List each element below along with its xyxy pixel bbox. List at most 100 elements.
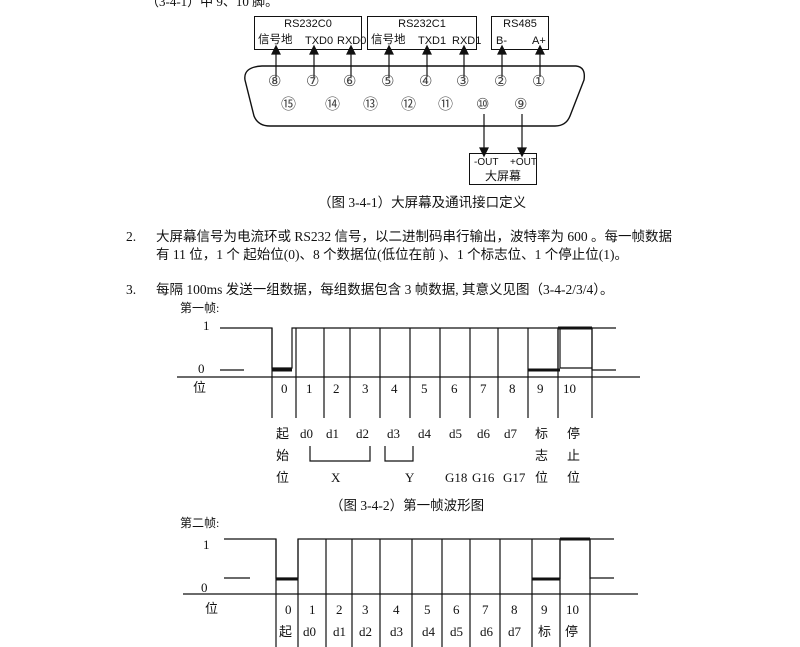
- output-box-label: 大屏幕: [484, 169, 521, 183]
- frame1-row1-d3: d3: [387, 426, 400, 441]
- frame2-bit-5: 5: [424, 602, 431, 617]
- frame2-row1-d7: d7: [508, 624, 521, 639]
- frame1-row1-d2: d2: [356, 426, 369, 441]
- frame1-row1-start: 起: [276, 426, 290, 441]
- pin-9: ⑨: [514, 97, 528, 113]
- frame2-bit-10: 10: [566, 602, 579, 617]
- frame2-title: 第二帧:: [180, 516, 220, 530]
- frame2-row1-stop: 停: [565, 624, 579, 639]
- rs232c1-title: RS232C1: [398, 18, 446, 30]
- frame1-bit-3: 3: [362, 381, 369, 396]
- frame1-row1-d4: d4: [418, 426, 431, 441]
- rs232c0-box: RS232C0 信号地 TXD0 RXD0: [254, 16, 366, 50]
- item-3-number: 3.: [126, 282, 137, 297]
- frame2-level-high: 1: [203, 537, 210, 552]
- frame1-title: 第一帧:: [180, 301, 220, 315]
- frame1-row3-flag: 位: [535, 470, 549, 485]
- item-2-line1: 大屏幕信号为电流环或 RS232 信号，以二进制码串行输出，波特率为 600 。…: [156, 229, 673, 244]
- out-plus-label: +OUT: [510, 157, 537, 168]
- frame1-row1-stop: 停: [567, 426, 581, 441]
- frame1-bit-10: 10: [563, 381, 576, 396]
- frame1-bit-8: 8: [509, 381, 516, 396]
- rs485-box: RS485 B- A+: [491, 16, 549, 50]
- frame1-row3-y: Y: [405, 470, 415, 485]
- frame2-bit-3: 3: [362, 602, 369, 617]
- frame1-row1-flag: 标: [535, 426, 549, 441]
- frame1-row3-g16: G16: [472, 470, 495, 485]
- frame2-bit-2: 2: [336, 602, 343, 617]
- rs485-signal-a: A+: [532, 35, 546, 47]
- frame1-bit-2: 2: [333, 381, 340, 396]
- frame1-row1-d1: d1: [326, 426, 339, 441]
- top-fragment: （3-4-1）中 9、10 脚。: [146, 0, 279, 9]
- frame2-row1-d6: d6: [480, 624, 493, 639]
- frame2-bit-label: 位: [205, 601, 219, 616]
- frame2-row1-flag: 标: [538, 624, 552, 639]
- frame2-bit-0: 0: [285, 602, 292, 617]
- frame1-row3-g17: G17: [503, 470, 526, 485]
- frame1-bit-5: 5: [421, 381, 428, 396]
- frame1-row3-x: X: [331, 470, 341, 485]
- frame1-bit-1: 1: [306, 381, 313, 396]
- frame1-row1-d5: d5: [449, 426, 462, 441]
- frame2-row1-d5: d5: [450, 624, 463, 639]
- rs485-signal-b: B-: [496, 35, 507, 47]
- pin-11: ⑪: [438, 97, 454, 113]
- pin-12: ⑫: [401, 97, 417, 113]
- pin-15: ⑮: [281, 97, 297, 113]
- output-box: -OUT +OUT 大屏幕: [469, 153, 537, 185]
- frame1-row1-d6: d6: [477, 426, 490, 441]
- item-3-line1: 每隔 100ms 发送一组数据，每组数据包含 3 帧数据, 其意义见图（3-4-…: [156, 282, 614, 297]
- figure-caption-1: （图 3-4-1）大屏幕及通讯接口定义: [318, 195, 527, 210]
- frame2-bit-7: 7: [482, 602, 489, 617]
- frame2-bit-6: 6: [453, 602, 460, 617]
- frame1-row2-stop: 止: [567, 448, 581, 463]
- rs232c1-signal-gnd: 信号地: [371, 34, 406, 46]
- rs232c1-signal-txd: TXD1: [418, 35, 447, 47]
- frame1-row2-flag: 志: [535, 448, 549, 463]
- frame2-row1-d1: d1: [333, 624, 346, 639]
- frame1-row3-start: 位: [276, 470, 290, 485]
- pin-6: ⑥: [343, 74, 357, 90]
- frame1-row2-start: 始: [276, 448, 290, 463]
- frame2-row1-d0: d0: [303, 624, 316, 639]
- frame1-level-low: 0: [198, 361, 205, 376]
- pin-10: ⑩: [476, 97, 490, 113]
- frame1-row3-stop: 位: [567, 470, 581, 485]
- frame2-bit-4: 4: [393, 602, 400, 617]
- connector-lines: [244, 44, 586, 158]
- frame1-row1-d0: d0: [300, 426, 313, 441]
- frame1-level-high: 1: [203, 318, 210, 333]
- frame1-row1-d7: d7: [504, 426, 517, 441]
- frame2-level-low: 0: [201, 580, 208, 595]
- pin-14: ⑭: [325, 97, 341, 113]
- pin-4: ④: [419, 74, 433, 90]
- pin-8: ⑧: [268, 74, 282, 90]
- frame2-row1-start: 起: [279, 624, 293, 639]
- frame1-bit-6: 6: [451, 381, 458, 396]
- rs485-title: RS485: [503, 18, 537, 30]
- frame1-bit-7: 7: [480, 381, 487, 396]
- frame1-bit-0: 0: [281, 381, 288, 396]
- pin-7: ⑦: [306, 74, 320, 90]
- rs232c1-signal-rxd: RXD1: [452, 35, 482, 47]
- frame1-bit-label: 位: [193, 380, 207, 395]
- frame1-bit-9: 9: [537, 381, 544, 396]
- frame2-bit-9: 9: [541, 602, 548, 617]
- frame2-bit-8: 8: [511, 602, 518, 617]
- rs232c1-box: RS232C1 信号地 TXD1 RXD1: [367, 16, 481, 50]
- item-2-number: 2.: [126, 229, 137, 244]
- frame2-row1-d4: d4: [422, 624, 435, 639]
- pin-1: ①: [532, 74, 546, 90]
- pin-2: ②: [494, 74, 508, 90]
- rs232c0-title: RS232C0: [284, 18, 332, 30]
- item-2-line2: 有 11 位，1 个 起始位(0)、8 个数据位(低位在前 )、1 个标志位、1…: [156, 247, 628, 262]
- pin-5: ⑤: [381, 74, 395, 90]
- rs232c0-signal-txd: TXD0: [305, 35, 334, 47]
- frame1-row3-g18: G18: [445, 470, 468, 485]
- rs232c0-signal-rxd: RXD0: [337, 35, 367, 47]
- out-minus-label: -OUT: [474, 157, 499, 168]
- frame2-row1-d3: d3: [390, 624, 403, 639]
